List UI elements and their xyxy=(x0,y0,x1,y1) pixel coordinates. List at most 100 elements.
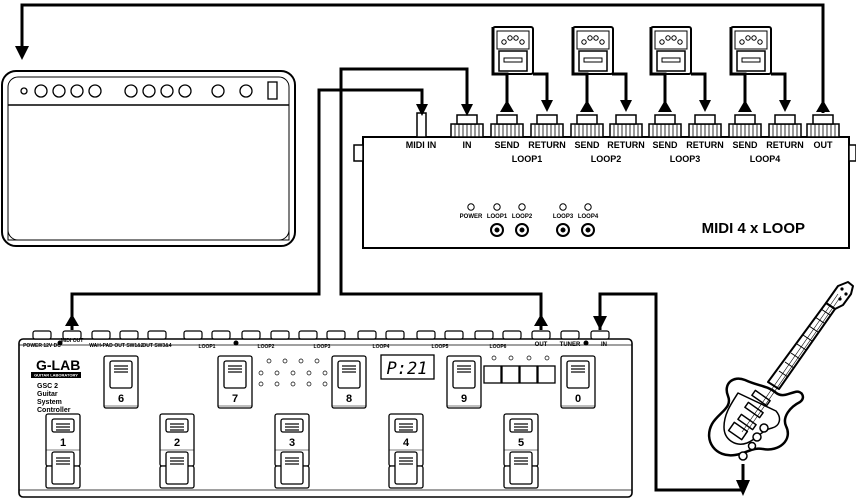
controller-jack-loop5-return xyxy=(444,330,464,340)
switch-number-7: 7 xyxy=(232,393,238,405)
jack-label-wah-pad: WAH-PAD xyxy=(89,343,113,349)
controller-jack-loop6-return xyxy=(502,330,522,340)
front-knobs xyxy=(490,223,595,237)
footswitch-7[interactable] xyxy=(217,355,253,409)
loop-button-2[interactable] xyxy=(501,365,520,384)
jack-label-loop6: LOOP6 xyxy=(490,344,507,350)
effect-pedal-4 xyxy=(730,26,772,75)
cable-out-to-amp xyxy=(20,3,825,113)
footswitch-8[interactable] xyxy=(331,355,367,409)
effect-pedal-1 xyxy=(492,26,534,75)
jack-label-return4: RETURN xyxy=(766,140,804,150)
cable-midi xyxy=(70,88,424,330)
controller-jack-wah-pad xyxy=(91,330,111,340)
loop-label-1: LOOP1 xyxy=(512,154,543,164)
footswitch-0[interactable] xyxy=(560,355,596,409)
jack-label-out-sw12: OUT SW1&2 xyxy=(114,343,143,349)
jack-send1 xyxy=(490,114,524,138)
jack-label-send3: SEND xyxy=(652,140,678,150)
controller-jack-loop3-send xyxy=(298,330,318,340)
footswitch-pad-2 xyxy=(159,451,195,489)
jack-send4 xyxy=(728,114,762,138)
footswitch-9[interactable] xyxy=(446,355,482,409)
loop-label-2: LOOP2 xyxy=(591,154,622,164)
cables xyxy=(20,3,825,492)
switch-number-1: 1 xyxy=(60,437,66,449)
switch-number-0: 0 xyxy=(575,393,581,405)
switch-number-2: 2 xyxy=(174,437,180,449)
loop-unit-jacks xyxy=(450,114,840,138)
led-panel xyxy=(467,203,592,211)
switch-number-8: 8 xyxy=(346,393,352,405)
jack-label-power: POWER 12V DC xyxy=(23,343,61,349)
jack-label-loop1: LOOP1 xyxy=(199,344,216,350)
controller-jack-loop1-return xyxy=(211,330,231,340)
screw-icon xyxy=(583,340,589,346)
logo-text: G-LAB xyxy=(36,357,80,373)
screw-icon xyxy=(233,340,239,346)
led-power xyxy=(467,203,475,211)
jack-label-midi-in: MIDI IN xyxy=(406,140,437,150)
jack-label-loop4: LOOP4 xyxy=(373,344,390,350)
controller-jack-out-sw34 xyxy=(147,330,167,340)
jack-label-send1: SEND xyxy=(494,140,520,150)
jack-label-in: IN xyxy=(601,342,607,348)
jack-return1 xyxy=(530,114,564,138)
controller-jack-midi-out xyxy=(62,330,82,340)
arrows xyxy=(15,46,830,496)
jack-label-midi-out: MIDI OUT xyxy=(61,338,84,344)
loop-button-1[interactable] xyxy=(483,365,502,384)
effect-pedals xyxy=(492,26,772,75)
led-loop4 xyxy=(584,203,592,211)
cable-loop3 xyxy=(649,27,707,108)
controller-jack-loop4-return xyxy=(385,330,405,340)
cable-loop4 xyxy=(729,27,787,108)
controller-jack-labels: POWER 12V DC MIDI OUT WAH-PAD OUT SW1&2 … xyxy=(23,338,607,350)
controller-jack-tuner xyxy=(560,330,580,340)
switch-number-9: 9 xyxy=(461,393,467,405)
jack-label-out: OUT xyxy=(535,342,548,348)
jack-label-out-sw34: OUT SW3&4 xyxy=(142,343,171,349)
controller-jack-in xyxy=(590,330,610,340)
led-grid xyxy=(258,355,550,387)
jack-label-tuner: TUNER xyxy=(560,342,581,348)
jack-return2 xyxy=(609,114,643,138)
amp-knobs xyxy=(20,81,278,100)
led-label-loop4: LOOP4 xyxy=(578,214,599,220)
controller-jack-out-sw12 xyxy=(119,330,139,340)
logo-sub: GUITAR LABORATORY xyxy=(34,373,78,378)
controller-jack-loop5-send xyxy=(416,330,436,340)
cable-loop1 xyxy=(491,27,549,108)
jack-send2 xyxy=(570,114,604,138)
led-loop1 xyxy=(493,203,501,211)
jack-label-out: OUT xyxy=(814,140,834,150)
controller-logo: G-LAB GUITAR LABORATORY xyxy=(31,357,81,378)
loop-label-4: LOOP4 xyxy=(750,154,781,164)
loop-button-3[interactable] xyxy=(519,365,538,384)
footswitch-pad-5 xyxy=(503,451,539,489)
controller-jack-loop4-send xyxy=(357,330,377,340)
jack-label-return3: RETURN xyxy=(686,140,724,150)
switch-number-3: 3 xyxy=(289,437,295,449)
model-line-1: GSC 2 xyxy=(37,383,58,390)
led-loop3 xyxy=(559,203,567,211)
jack-send3 xyxy=(648,114,682,138)
jack-return3 xyxy=(688,114,722,138)
jack-label-send4: SEND xyxy=(732,140,758,150)
footswitches xyxy=(45,355,596,489)
loop-unit-title: MIDI 4 x LOOP xyxy=(702,220,805,237)
jack-label-return1: RETURN xyxy=(528,140,566,150)
switch-numbers: 6 7 8 9 0 1 2 3 4 5 xyxy=(60,393,581,449)
jack-label-in: IN xyxy=(463,140,472,150)
controller-jacks xyxy=(32,330,610,346)
controller-jack-loop1-send xyxy=(183,330,203,340)
midi-in-jack xyxy=(416,112,427,138)
controller-jack-power xyxy=(32,330,52,340)
jack-label-return2: RETURN xyxy=(607,140,645,150)
model-line-2: Guitar xyxy=(37,391,58,398)
cable-loop2 xyxy=(571,27,628,108)
jack-label-loop5: LOOP5 xyxy=(432,344,449,350)
footswitch-6[interactable] xyxy=(103,355,139,409)
loop-button-4[interactable] xyxy=(537,365,556,384)
